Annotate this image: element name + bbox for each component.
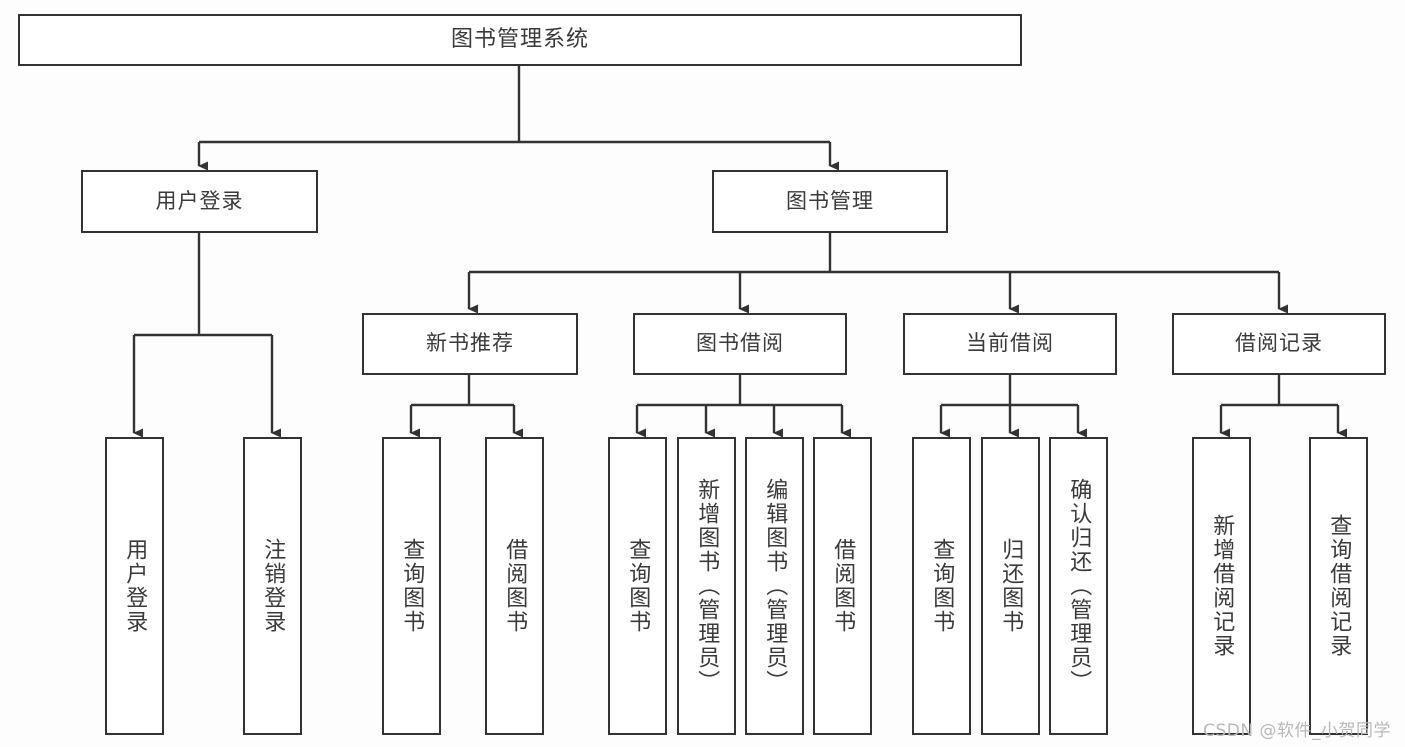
node-label: 新增借阅记录 xyxy=(1209,514,1235,658)
node-label: 归还图书 xyxy=(998,538,1024,634)
node-borrowing-record[interactable]: 借阅记录 xyxy=(1172,313,1386,375)
node-leaf-query-borrow-record[interactable]: 查询借阅记录 xyxy=(1309,437,1368,735)
node-current-borrowing[interactable]: 当前借阅 xyxy=(903,313,1117,375)
node-leaf-borrow-books[interactable]: 借阅图书 xyxy=(813,437,872,735)
node-leaf-add-book-admin[interactable]: 新增图书（管理员） xyxy=(677,437,736,735)
node-label: 用户登录 xyxy=(155,188,244,213)
node-label: 用户登录 xyxy=(122,538,148,634)
node-label: 查询图书 xyxy=(625,538,651,634)
node-leaf-borrow-books-recommend[interactable]: 借阅图书 xyxy=(485,437,544,735)
node-label: 注销登录 xyxy=(260,538,286,634)
node-leaf-query-books-recommend[interactable]: 查询图书 xyxy=(382,437,441,735)
node-label: 新书推荐 xyxy=(426,331,514,356)
node-new-book-recommendation[interactable]: 新书推荐 xyxy=(362,313,578,375)
node-user-login[interactable]: 用户登录 xyxy=(81,170,318,233)
node-label: 当前借阅 xyxy=(966,331,1054,356)
node-label: 借阅图书 xyxy=(502,538,528,634)
node-label: 查询图书 xyxy=(929,538,955,634)
node-label: 确认归还（管理员） xyxy=(1066,478,1092,694)
node-label: 借阅图书 xyxy=(830,538,856,634)
watermark: CSDN @软件_小贺同学 xyxy=(1203,721,1391,741)
node-book-management[interactable]: 图书管理 xyxy=(712,170,948,233)
node-label: 新增图书（管理员） xyxy=(694,478,720,694)
node-leaf-add-borrow-record[interactable]: 新增借阅记录 xyxy=(1192,437,1251,735)
node-label: 查询借阅记录 xyxy=(1326,514,1352,658)
node-leaf-confirm-return-admin[interactable]: 确认归还（管理员） xyxy=(1049,437,1108,735)
node-label: 图书借阅 xyxy=(696,331,784,356)
node-leaf-logout[interactable]: 注销登录 xyxy=(243,437,302,735)
node-label: 编辑图书（管理员） xyxy=(762,478,788,694)
node-leaf-edit-book-admin[interactable]: 编辑图书（管理员） xyxy=(745,437,804,735)
node-leaf-query-books-current[interactable]: 查询图书 xyxy=(912,437,971,735)
node-label: 借阅记录 xyxy=(1235,331,1323,356)
node-leaf-query-books-borrow[interactable]: 查询图书 xyxy=(608,437,667,735)
node-label: 图书管理系统 xyxy=(450,26,589,52)
node-book-borrowing[interactable]: 图书借阅 xyxy=(633,313,847,375)
node-label: 查询图书 xyxy=(399,538,425,634)
node-leaf-return-books[interactable]: 归还图书 xyxy=(981,437,1040,735)
node-label: 图书管理 xyxy=(786,188,874,213)
node-leaf-user-login[interactable]: 用户登录 xyxy=(105,437,164,735)
node-root-library-management-system[interactable]: 图书管理系统 xyxy=(18,14,1022,66)
